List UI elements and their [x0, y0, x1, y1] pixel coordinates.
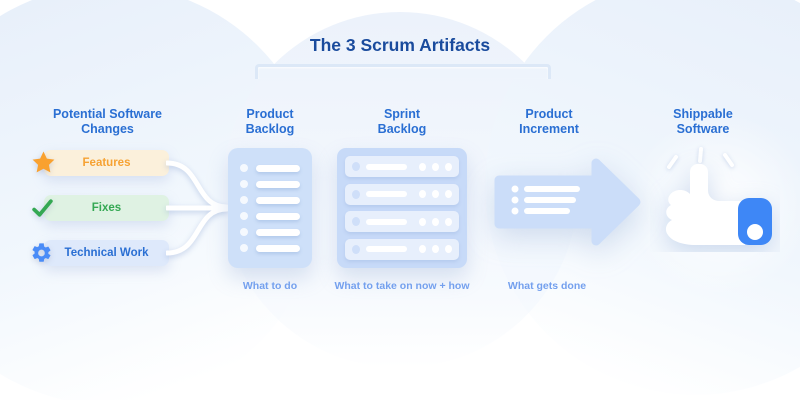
sprint-backlog-card — [337, 148, 467, 268]
celebration-burst-icon — [667, 147, 734, 169]
merge-lines — [166, 160, 228, 256]
backlog-item — [240, 244, 300, 252]
sprint-item — [345, 156, 459, 177]
sprint-item — [345, 183, 459, 205]
product-increment-heading: Product Increment — [519, 107, 579, 136]
grouping-bracket — [255, 64, 551, 79]
technical-work-pill: Technical Work — [32, 240, 169, 266]
intake-heading: Potential Software Changes — [52, 107, 163, 136]
thumbs-up-icon — [665, 147, 772, 245]
fixes-pill: Fixes — [32, 195, 169, 221]
backlog-item — [240, 196, 300, 204]
backlog-item — [240, 212, 300, 220]
product-backlog-heading: Product Backlog — [245, 107, 295, 136]
shippable-software-heading: Shippable Software — [673, 107, 733, 136]
product-increment-caption: What gets done — [507, 280, 587, 292]
backlog-item — [240, 228, 300, 236]
backlog-item — [240, 164, 300, 172]
sprint-item — [345, 238, 459, 260]
increment-arrow-icon — [494, 158, 641, 246]
fixes-label: Fixes — [91, 202, 122, 214]
page-title: The 3 Scrum Artifacts — [309, 35, 491, 55]
sprint-backlog-heading: Sprint Backlog — [377, 107, 427, 136]
sprint-item — [345, 211, 459, 233]
product-backlog-card — [228, 148, 312, 268]
star-icon — [30, 150, 57, 177]
features-label: Features — [82, 157, 131, 169]
backlog-item — [240, 180, 300, 188]
technical-work-label: Technical Work — [64, 247, 149, 259]
product-backlog-caption: What to do — [242, 280, 298, 292]
check-icon — [30, 196, 55, 221]
gear-icon — [30, 242, 53, 265]
sprint-backlog-caption: What to take on now + how — [334, 280, 470, 292]
features-pill: Features — [32, 150, 169, 176]
